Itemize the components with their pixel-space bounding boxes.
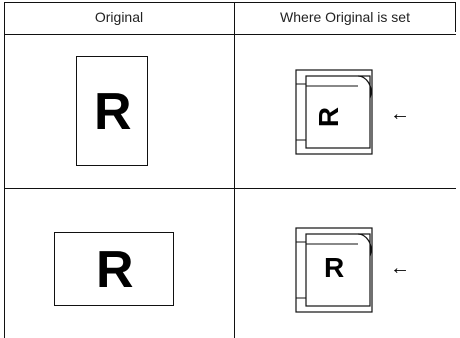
- portrait-original-sheet: R: [76, 56, 148, 166]
- left-border: [4, 2, 5, 338]
- landscape-original-sheet: R: [54, 232, 174, 306]
- top-border: [4, 2, 456, 3]
- set-letter: R: [324, 252, 345, 283]
- column-divider: [234, 2, 235, 338]
- exposure-glass-icon: [295, 227, 373, 313]
- original-letter: R: [96, 241, 134, 299]
- left-arrow-icon: ←: [390, 257, 410, 279]
- header-divider: [4, 34, 456, 35]
- header-where-set: Where Original is set: [280, 9, 410, 25]
- exposure-glass-rotated-icon: [295, 69, 373, 155]
- left-arrow-icon: ←: [390, 103, 410, 125]
- row-divider: [4, 188, 456, 189]
- set-letter-rotated: R: [313, 106, 345, 128]
- header-original: Original: [94, 9, 144, 25]
- right-border: [455, 2, 456, 32]
- original-letter: R: [94, 83, 132, 141]
